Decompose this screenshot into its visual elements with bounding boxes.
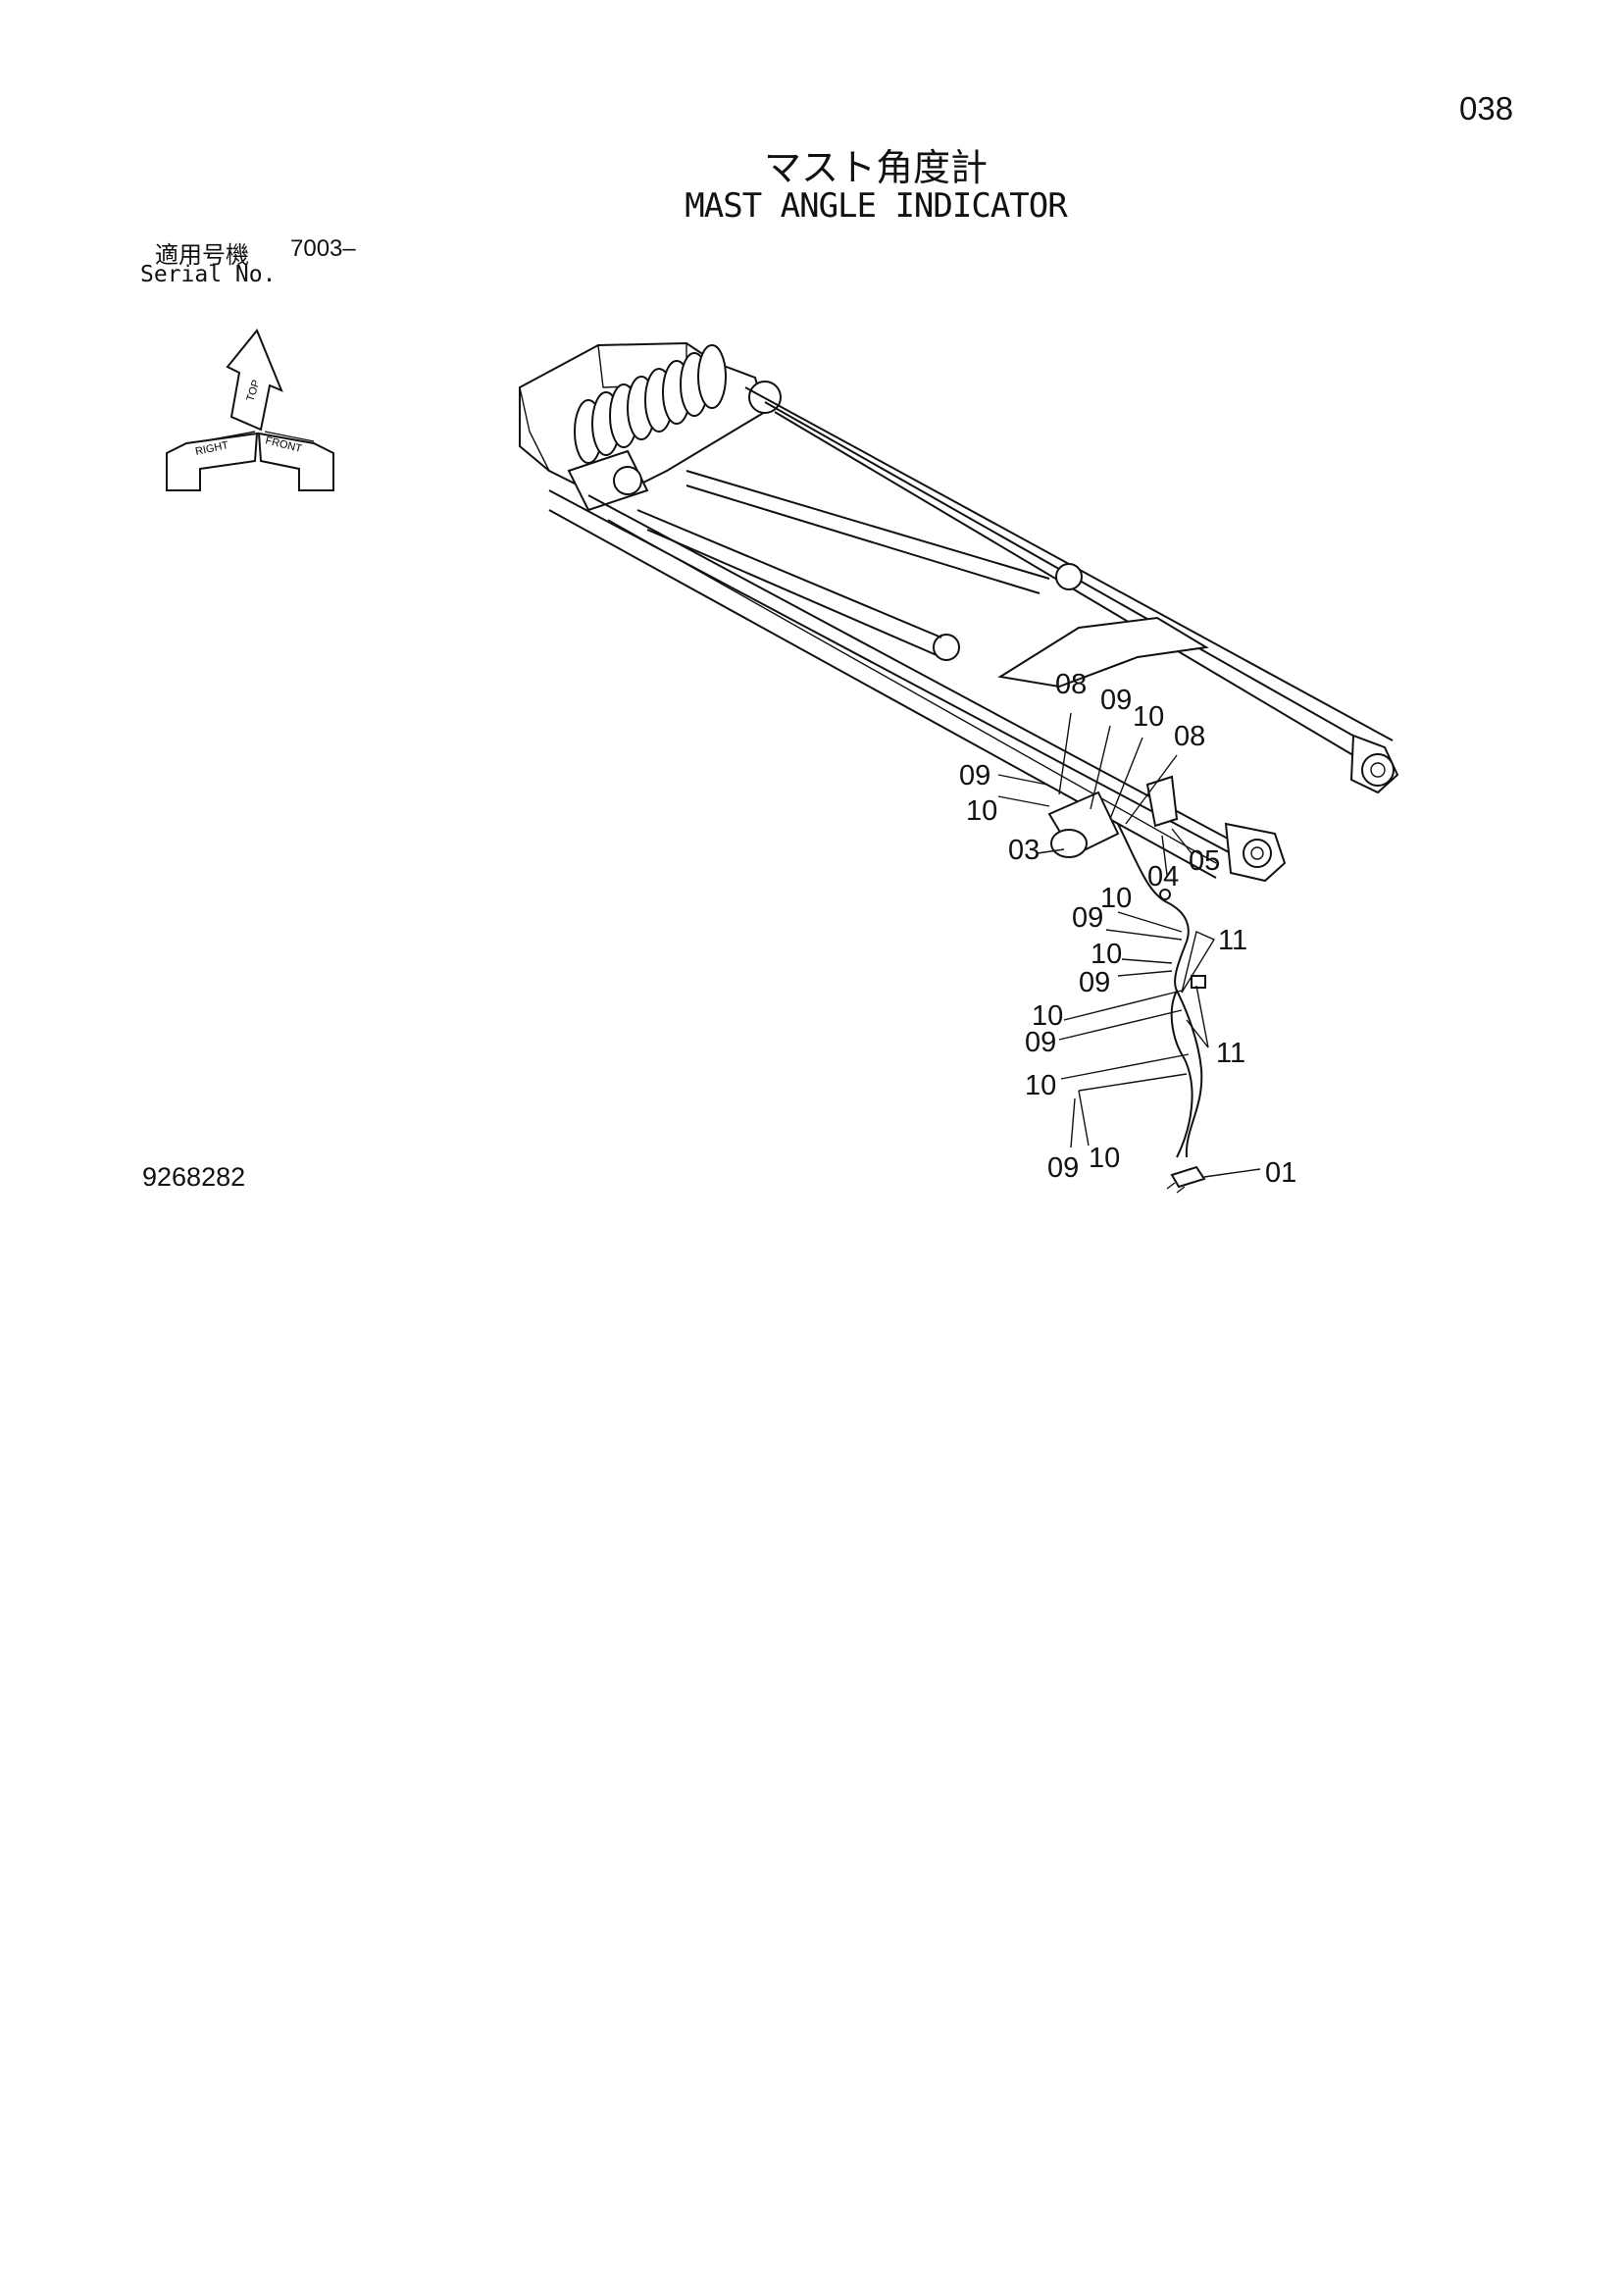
callout-label: 10 <box>966 795 997 827</box>
leader-lines <box>997 712 1261 1178</box>
orientation-icon: TOP RIGHT FRONT <box>166 329 334 491</box>
callout-label: 10 <box>1032 1000 1063 1032</box>
callout-label: 09 <box>959 760 990 791</box>
callout-label: 09 <box>1100 685 1132 716</box>
serial-label-japanese: 適用号機 <box>155 241 249 269</box>
callout-label: 10 <box>1133 701 1164 733</box>
serial-label: Serial No. <box>140 262 277 287</box>
page-title-japanese: マスト角度計 <box>763 146 988 189</box>
callout-label: 10 <box>1025 1070 1056 1101</box>
callout-label: 11 <box>1216 1038 1245 1069</box>
page-number: 038 <box>1459 90 1514 127</box>
callout-label: 09 <box>1072 902 1103 934</box>
drawing-number: 9268282 <box>142 1162 246 1192</box>
callout-label: 10 <box>1091 939 1122 970</box>
callout-label: 04 <box>1147 861 1179 893</box>
callout-label: 03 <box>1008 835 1040 866</box>
callout-label: 09 <box>1025 1027 1056 1058</box>
callout-label: 11 <box>1218 925 1247 956</box>
mast-drawing <box>519 341 1399 1194</box>
callout-label: 01 <box>1265 1157 1296 1189</box>
callout-labels: 08 09 10 08 09 10 03 04 05 10 09 11 10 0… <box>959 669 1296 1189</box>
callout-label: 08 <box>1174 721 1205 752</box>
sheave-stack <box>574 344 727 464</box>
callout-label: 10 <box>1089 1143 1120 1174</box>
page-title: MAST ANGLE INDICATOR <box>685 186 1067 226</box>
callout-label: 08 <box>1055 669 1087 700</box>
callout-label: 09 <box>1047 1152 1079 1184</box>
orientation-label-top: TOP <box>244 379 262 403</box>
callout-label: 10 <box>1100 883 1132 914</box>
callout-label: 05 <box>1189 845 1220 877</box>
serial-value: 7003– <box>290 235 356 262</box>
callout-label: 09 <box>1079 967 1110 998</box>
